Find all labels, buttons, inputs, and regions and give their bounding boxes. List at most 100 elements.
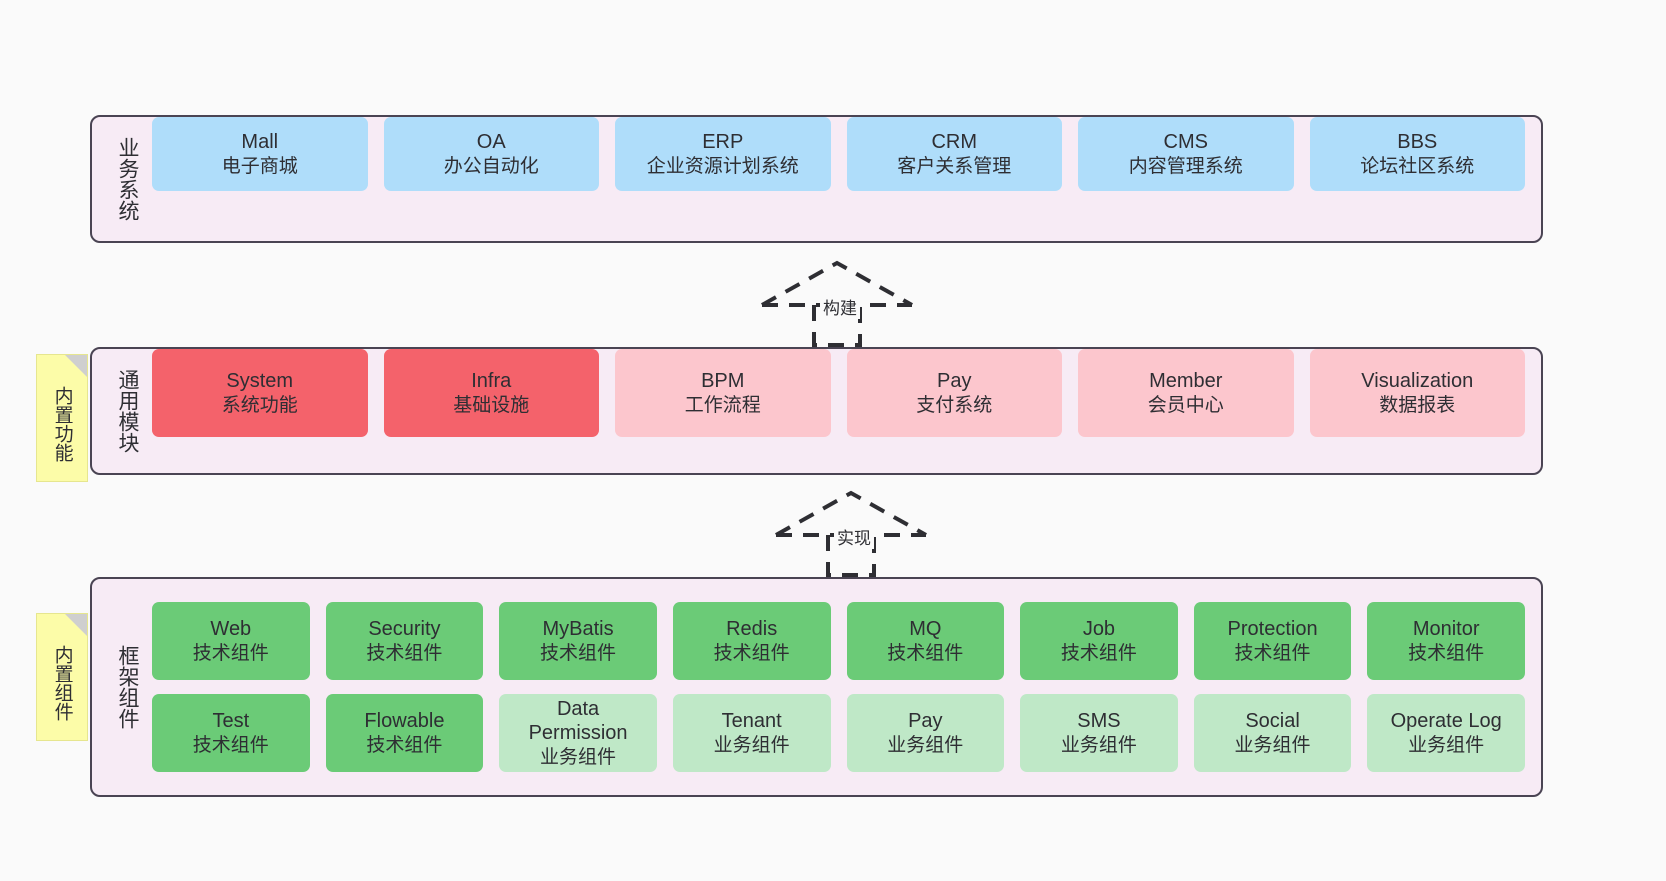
card-subtitle: 办公自动化 (443, 155, 539, 177)
sticky-fold-icon (65, 614, 87, 636)
layer-business-system: 业务系统 Mall 电子商城 OA 办公自动化 ERP 企业资源计划系统 CRM… (90, 115, 1543, 243)
card-title: Security (368, 618, 441, 641)
card-subtitle: 数据报表 (1379, 394, 1456, 416)
card-subtitle: 电子商城 (221, 155, 298, 177)
card-redis[interactable]: Redis 技术组件 (672, 602, 831, 680)
card-subtitle: 业务组件 (1060, 734, 1137, 756)
card-mybatis[interactable]: MyBatis 技术组件 (499, 602, 657, 680)
card-title: Data Permission (528, 698, 628, 745)
dashed-generalization-arrow-icon (761, 260, 913, 347)
card-title: Protection (1227, 618, 1318, 641)
card-flowable[interactable]: Flowable 技术组件 (325, 694, 484, 772)
card-subtitle: 系统功能 (221, 394, 298, 416)
connector-build: 构建 (752, 257, 922, 347)
card-row-business: Test 技术组件 Flowable 技术组件 Data Permission … (152, 694, 1525, 772)
card-member[interactable]: Member 会员中心 (1078, 349, 1294, 437)
card-subtitle: 客户关系管理 (897, 155, 1012, 177)
card-subtitle: 技术组件 (192, 642, 269, 664)
card-bbs[interactable]: BBS 论坛社区系统 (1309, 117, 1525, 191)
card-mall[interactable]: Mall 电子商城 (152, 117, 368, 191)
card-subtitle: 技术组件 (1234, 642, 1311, 664)
connector-implement-label: 实现 (834, 524, 874, 549)
card-title: Redis (726, 618, 778, 641)
layer-label-frame: 框架组件 (116, 645, 139, 729)
card-bpm[interactable]: BPM 工作流程 (615, 349, 831, 437)
card-test[interactable]: Test 技术组件 (152, 694, 310, 772)
sticky-note-builtin-components: 内置组件 (36, 613, 88, 741)
sticky-fold-icon (65, 355, 87, 377)
layer-label-common: 通用模块 (116, 369, 139, 453)
layer-common-modules: 通用模块 System 系统功能 Infra 基础设施 BPM 工作流程 Pay… (90, 347, 1543, 475)
card-subtitle: 技术组件 (366, 642, 443, 664)
card-job[interactable]: Job 技术组件 (1020, 602, 1178, 680)
card-social[interactable]: Social 业务组件 (1193, 694, 1352, 772)
card-subtitle: 技术组件 (1408, 642, 1485, 664)
card-mq[interactable]: MQ 技术组件 (846, 602, 1005, 680)
card-subtitle: 论坛社区系统 (1360, 155, 1475, 177)
card-subtitle: 工作流程 (684, 394, 761, 416)
card-subtitle: 业务组件 (887, 734, 964, 756)
card-crm[interactable]: CRM 客户关系管理 (846, 117, 1062, 191)
sticky-note-label: 内置功能 (51, 386, 73, 462)
card-title: Mall (241, 131, 279, 154)
card-title: Pay (908, 710, 943, 733)
card-title: Web (210, 618, 252, 641)
card-title: Test (212, 710, 250, 733)
card-tenant[interactable]: Tenant 业务组件 (672, 694, 831, 772)
card-system[interactable]: System 系统功能 (152, 349, 368, 437)
card-title: Monitor (1412, 618, 1480, 641)
card-subtitle: 内容管理系统 (1128, 155, 1243, 177)
card-title: SMS (1077, 710, 1121, 733)
card-title: BBS (1397, 131, 1438, 154)
sticky-note-builtin-features: 内置功能 (36, 354, 88, 482)
card-title: Member (1149, 370, 1223, 393)
card-list-frame: Web 技术组件 Security 技术组件 MyBatis 技术组件 Redi… (142, 579, 1541, 795)
card-web[interactable]: Web 技术组件 (152, 602, 310, 680)
card-oa[interactable]: OA 办公自动化 (383, 117, 599, 191)
card-erp[interactable]: ERP 企业资源计划系统 (615, 117, 831, 191)
card-title: Operate Log (1390, 710, 1502, 733)
card-subtitle: 业务组件 (1234, 734, 1311, 756)
card-subtitle: 业务组件 (713, 734, 790, 756)
card-subtitle: 业务组件 (540, 746, 617, 768)
card-title: CRM (931, 131, 978, 154)
card-title: BPM (701, 370, 745, 393)
card-list-business: Mall 电子商城 OA 办公自动化 ERP 企业资源计划系统 CRM 客户关系… (142, 117, 1541, 241)
card-title: MQ (909, 618, 942, 641)
card-visualization[interactable]: Visualization 数据报表 (1309, 349, 1525, 437)
card-subtitle: 技术组件 (1060, 642, 1137, 664)
connector-implement: 实现 (766, 487, 936, 577)
card-monitor[interactable]: Monitor 技术组件 (1367, 602, 1525, 680)
card-pay[interactable]: Pay 支付系统 (846, 349, 1062, 437)
card-title: Visualization (1361, 370, 1474, 393)
card-protection[interactable]: Protection 技术组件 (1193, 602, 1352, 680)
card-infra[interactable]: Infra 基础设施 (383, 349, 599, 437)
card-title: System (226, 370, 294, 393)
card-title: ERP (702, 131, 744, 154)
card-title: Social (1245, 710, 1300, 733)
card-title: Flowable (364, 710, 445, 733)
sticky-note-label: 内置组件 (51, 645, 73, 721)
card-operate-log[interactable]: Operate Log 业务组件 (1367, 694, 1525, 772)
card-title: OA (476, 131, 506, 154)
card-subtitle: 技术组件 (887, 642, 964, 664)
card-title: MyBatis (542, 618, 614, 641)
card-cms[interactable]: CMS 内容管理系统 (1078, 117, 1294, 191)
card-subtitle: 基础设施 (453, 394, 530, 416)
card-subtitle: 业务组件 (1408, 734, 1485, 756)
card-subtitle: 技术组件 (366, 734, 443, 756)
card-title: Pay (937, 370, 972, 393)
card-title: Tenant (721, 710, 782, 733)
card-subtitle: 支付系统 (916, 394, 993, 416)
card-subtitle: 技术组件 (540, 642, 617, 664)
card-pay-business[interactable]: Pay 业务组件 (846, 694, 1005, 772)
card-data-permission[interactable]: Data Permission 业务组件 (499, 694, 657, 772)
card-list-common: System 系统功能 Infra 基础设施 BPM 工作流程 Pay 支付系统… (142, 349, 1541, 473)
layer-framework-components: 框架组件 Web 技术组件 Security 技术组件 MyBatis 技术组件… (90, 577, 1543, 797)
card-subtitle: 技术组件 (192, 734, 269, 756)
card-security[interactable]: Security 技术组件 (325, 602, 484, 680)
card-sms[interactable]: SMS 业务组件 (1020, 694, 1178, 772)
connector-build-label: 构建 (820, 294, 860, 319)
card-title: CMS (1163, 131, 1208, 154)
card-row-tech: Web 技术组件 Security 技术组件 MyBatis 技术组件 Redi… (152, 602, 1525, 680)
